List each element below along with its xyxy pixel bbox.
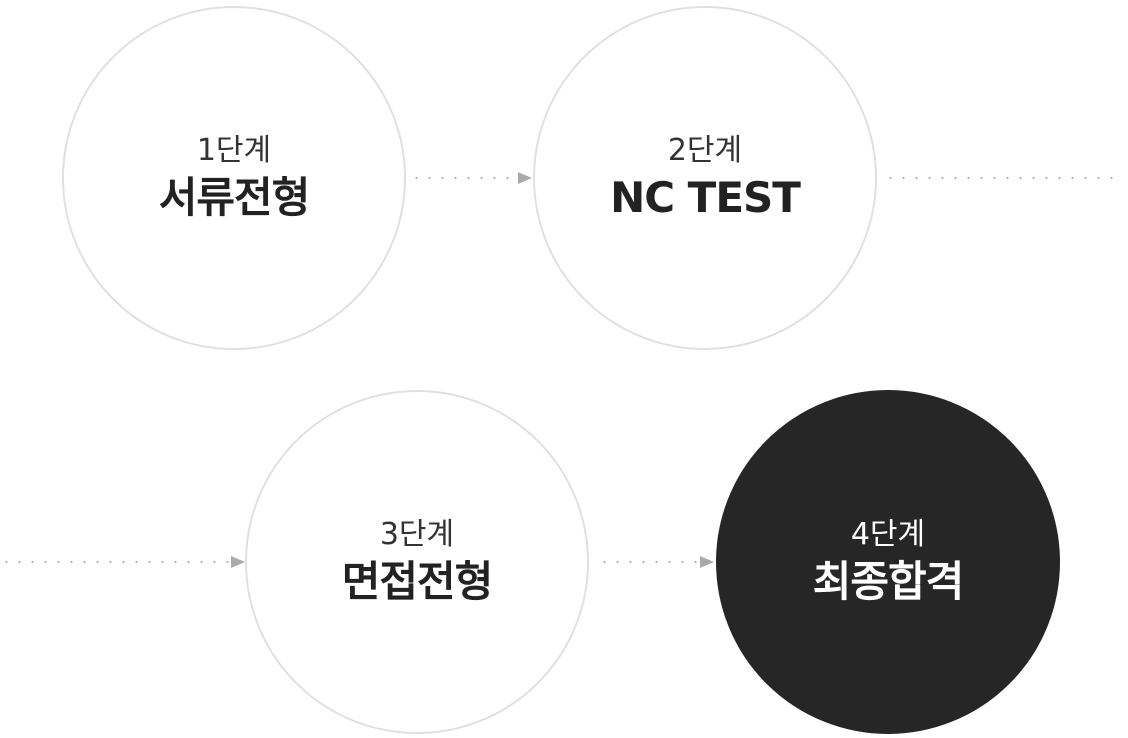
connector-step2-continuation xyxy=(884,172,1128,184)
step-4-title: 최종합격 xyxy=(812,556,965,606)
dotted-line xyxy=(884,177,1120,179)
step-2-circle: 2단계 NC TEST xyxy=(533,6,877,350)
step-1-circle: 1단계 서류전형 xyxy=(62,6,406,350)
dotted-line xyxy=(0,561,229,563)
step-4-circle-final: 4단계 최종합격 xyxy=(716,390,1060,734)
step-2-title: NC TEST xyxy=(610,172,801,222)
step-3-circle: 3단계 면접전형 xyxy=(245,390,589,734)
dotted-line xyxy=(410,177,516,179)
step-3-title: 면접전형 xyxy=(341,556,494,606)
step-1-number: 1단계 xyxy=(196,132,272,168)
step-4-number: 4단계 xyxy=(850,516,926,552)
step-2-number: 2단계 xyxy=(667,132,743,168)
step-3-number: 3단계 xyxy=(379,516,455,552)
arrow-right-icon xyxy=(700,556,714,568)
connector-step1-to-step2 xyxy=(410,172,532,184)
step-1-title: 서류전형 xyxy=(158,172,311,222)
connector-step3-to-step4 xyxy=(598,556,714,568)
connector-to-step3 xyxy=(0,556,245,568)
dotted-line xyxy=(598,561,698,563)
arrow-right-icon xyxy=(518,172,532,184)
arrow-right-icon xyxy=(231,556,245,568)
